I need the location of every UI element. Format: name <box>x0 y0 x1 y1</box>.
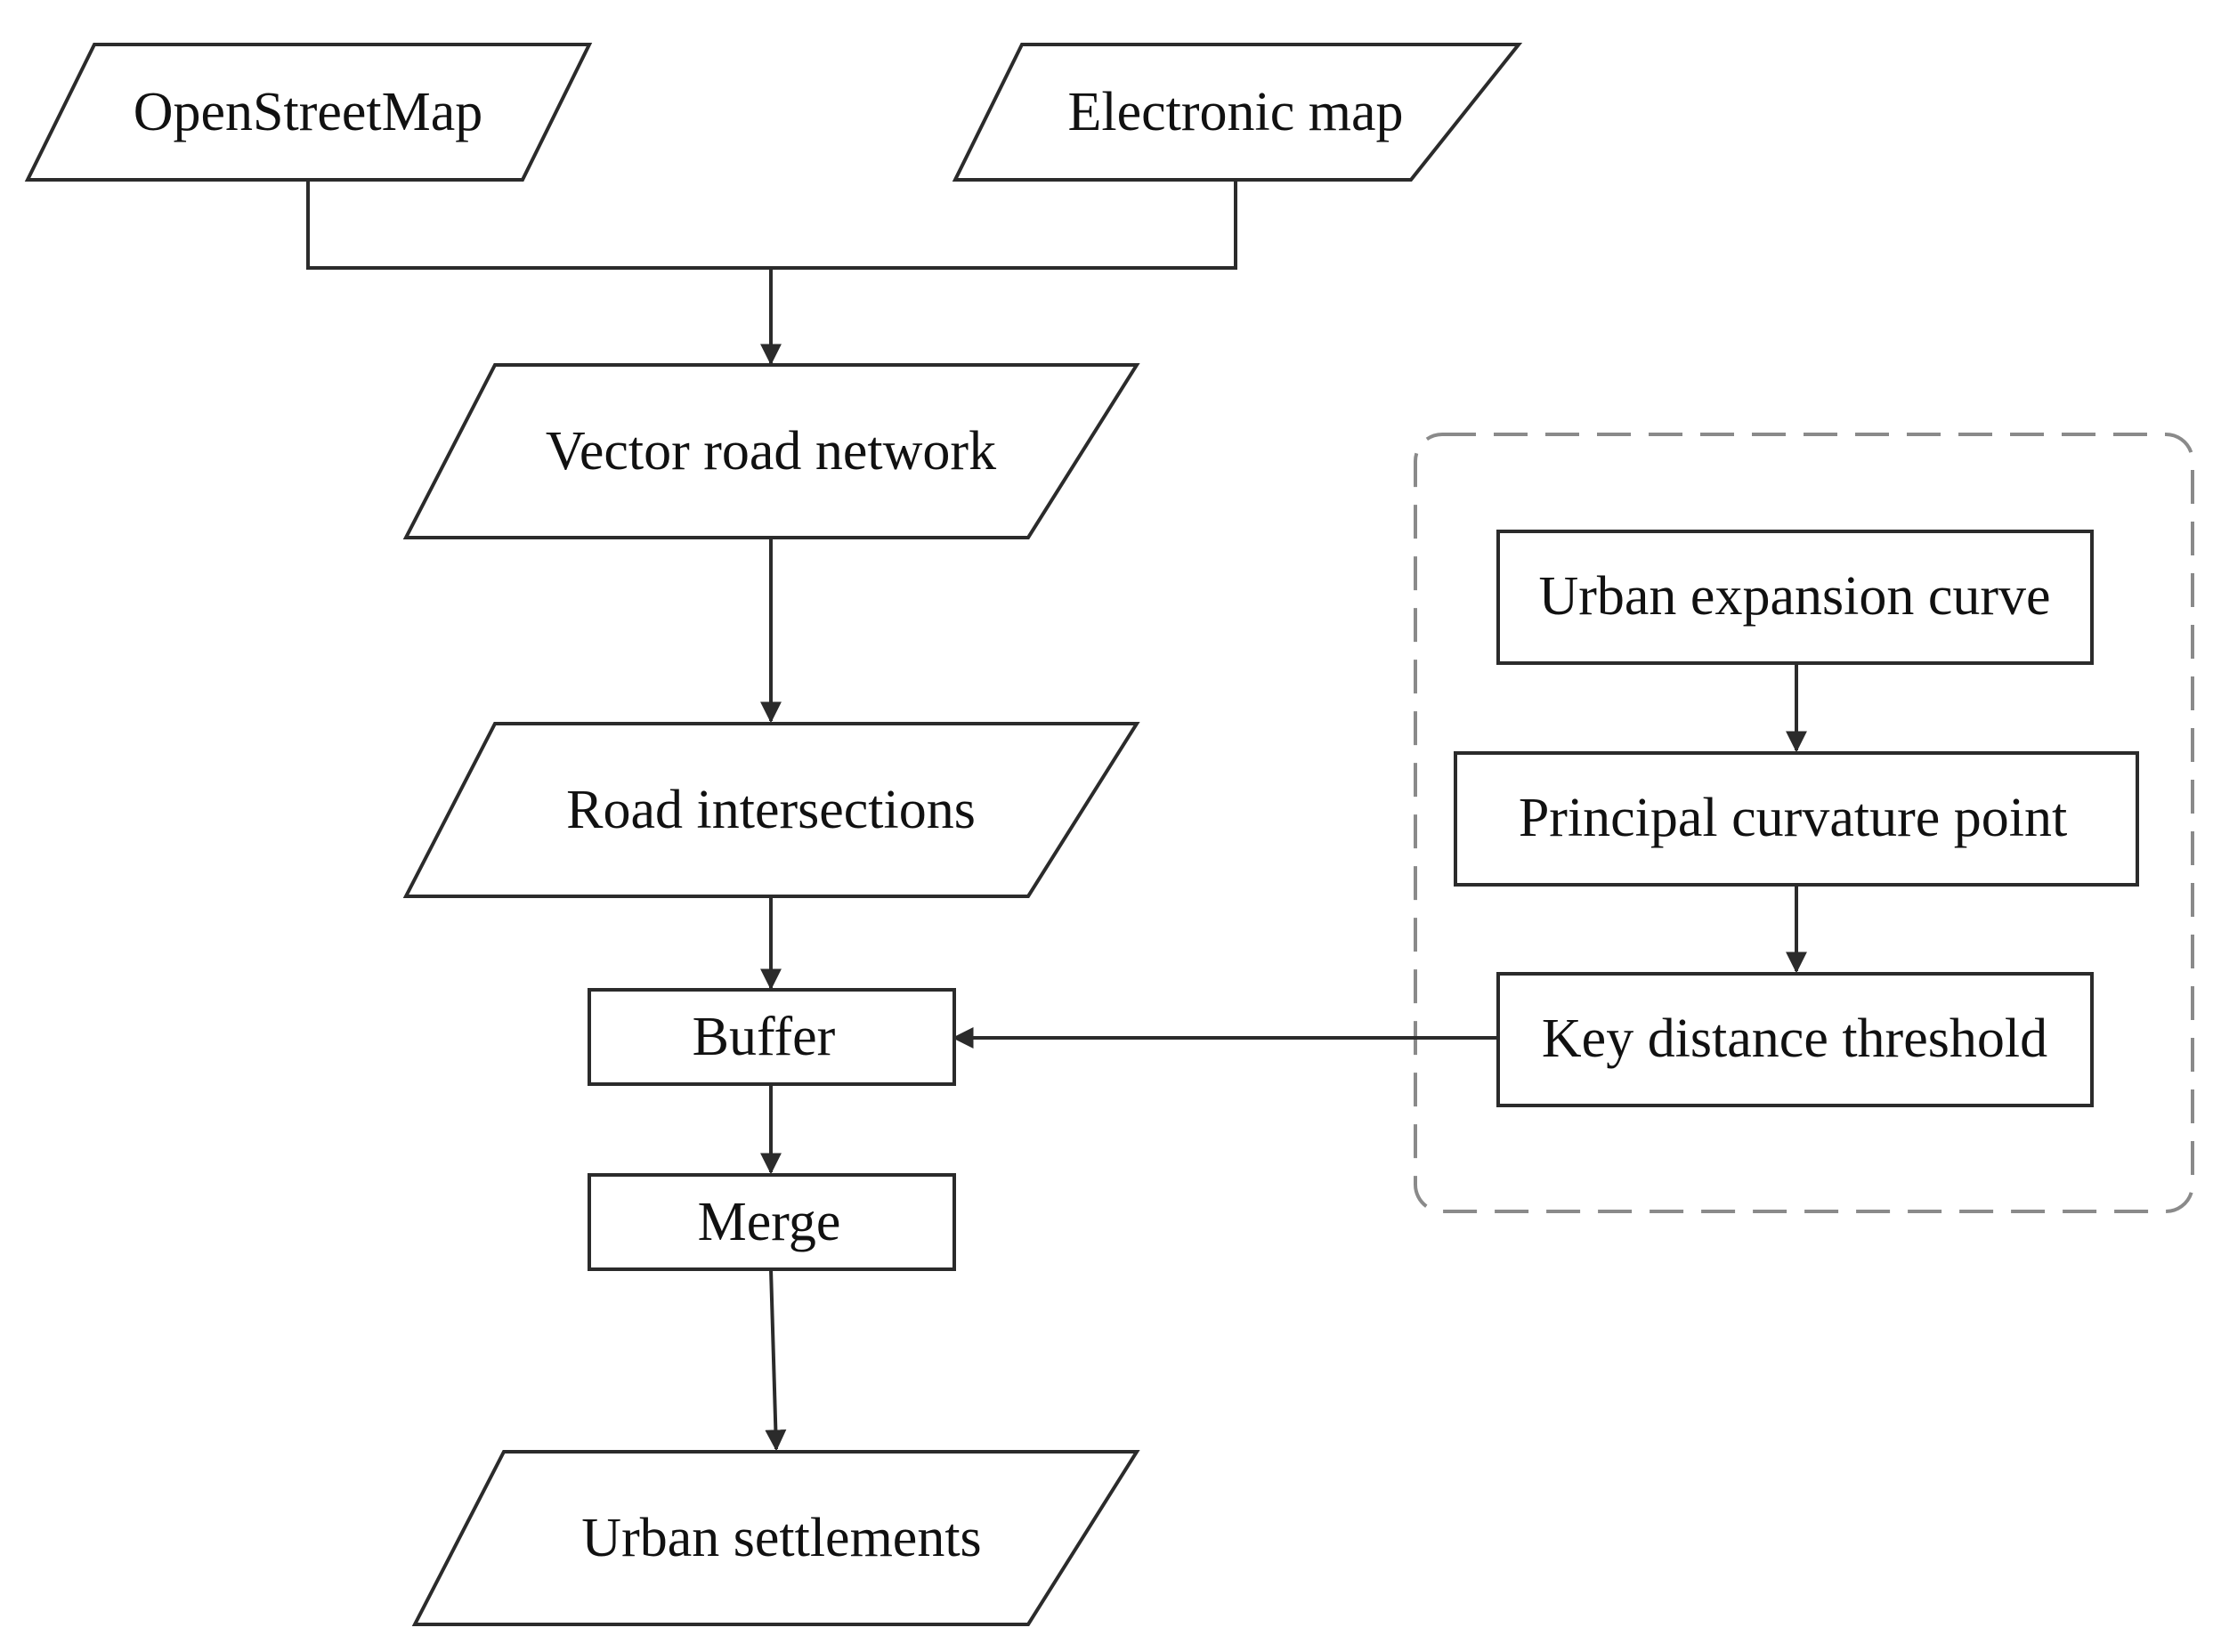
node-electronic-map: Electronic map <box>952 43 1523 182</box>
node-vector-road-network-label: Vector road network <box>546 421 996 482</box>
node-principal-curvature-point-label: Principal curvature point <box>1519 788 2067 848</box>
node-urban-settlements: Urban settlements <box>411 1450 1140 1626</box>
node-principal-curvature-point: Principal curvature point <box>1454 751 2139 887</box>
node-key-distance-threshold-label: Key distance threshold <box>1542 1008 2047 1069</box>
node-buffer-label: Buffer <box>693 1007 836 1067</box>
node-urban-expansion-curve-label: Urban expansion curve <box>1538 566 2050 627</box>
node-openstreetmap: OpenStreetMap <box>24 43 593 182</box>
node-electronic-map-label: Electronic map <box>1068 82 1404 142</box>
node-buffer: Buffer <box>588 988 956 1086</box>
node-road-intersections-label: Road intersections <box>566 780 976 840</box>
edge-merge-to-urban-settlements <box>765 1268 787 1452</box>
node-road-intersections: Road intersections <box>402 722 1140 898</box>
node-key-distance-threshold: Key distance threshold <box>1496 972 2094 1107</box>
node-merge: Merge <box>588 1173 956 1271</box>
node-merge-label: Merge <box>698 1192 841 1252</box>
node-vector-road-network: Vector road network <box>402 363 1140 539</box>
node-urban-settlements-label: Urban settlements <box>581 1508 981 1568</box>
node-openstreetmap-label: OpenStreetMap <box>134 82 483 142</box>
node-urban-expansion-curve: Urban expansion curve <box>1496 530 2094 665</box>
edge-sources-join <box>306 180 1237 270</box>
method-group-frame <box>1414 433 2194 1213</box>
